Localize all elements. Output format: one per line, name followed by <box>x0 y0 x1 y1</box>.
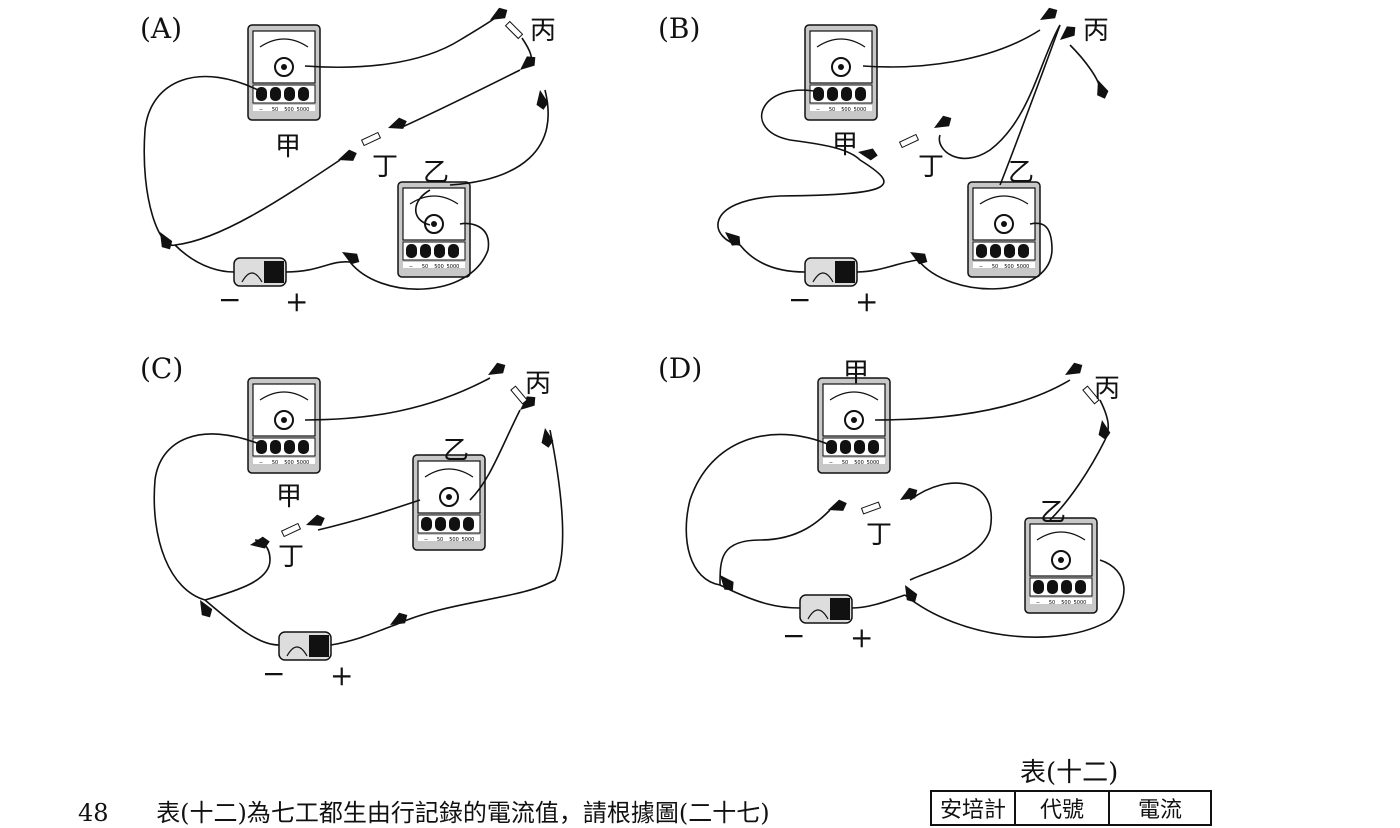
panel-d-circuit <box>685 359 1125 638</box>
label-yi: 乙 <box>1040 498 1067 528</box>
battery-plus: + <box>330 659 354 692</box>
meter-terminal-label: 50 <box>437 537 443 543</box>
meter-terminal-label: 500 <box>284 107 294 113</box>
ammeter-jia-icon <box>247 24 321 121</box>
meter-terminal-label: 5000 <box>854 107 867 113</box>
panel-label-b: (B) <box>658 12 701 45</box>
battery-minus: − <box>788 283 812 316</box>
label-bing: 丙 <box>530 16 557 46</box>
meter-terminal-label: 500 <box>434 264 444 270</box>
question-number: 48 <box>78 799 109 827</box>
meter-terminal-label: 500 <box>449 537 459 543</box>
label-yi: 乙 <box>1008 158 1035 188</box>
table-header-code: 代號 <box>1014 790 1111 826</box>
meter-terminal-label: 5000 <box>462 537 475 543</box>
label-bing: 丙 <box>1083 16 1110 46</box>
meter-terminal-label: − <box>979 264 983 270</box>
panel-a-circuit <box>143 4 550 290</box>
meter-terminal-label: − <box>1036 600 1040 606</box>
meter-terminal-label: 5000 <box>867 460 880 466</box>
meter-terminal-label: 500 <box>841 107 851 113</box>
meter-terminal-label: 5000 <box>1074 600 1087 606</box>
label-jia: 甲 <box>276 482 303 512</box>
table-header-current: 電流 <box>1108 790 1213 826</box>
ammeter-jia-icon <box>804 24 878 121</box>
label-bing: 丙 <box>1094 374 1121 404</box>
panel-label-c: (C) <box>140 352 184 385</box>
meter-terminal-label: 500 <box>1004 264 1014 270</box>
ammeter-yi-icon <box>967 181 1041 278</box>
table-caption: 表(十二) <box>1020 758 1119 788</box>
question-48: 48 表(十二)為七工都生由行記錄的電流值，請根據圖(二十七) <box>78 793 770 828</box>
meter-terminal-label: 50 <box>422 264 428 270</box>
meter-terminal-label: 50 <box>272 460 278 466</box>
label-ding: 丁 <box>372 152 399 182</box>
table-header-ammeter: 安培計 <box>929 790 1017 826</box>
meter-terminal-label: 500 <box>284 460 294 466</box>
meter-terminal-label: 5000 <box>297 460 310 466</box>
meter-terminal-label: 500 <box>1061 600 1071 606</box>
battery-plus: + <box>855 285 879 318</box>
meter-terminal-label: 5000 <box>1017 264 1030 270</box>
meter-terminal-label: − <box>259 460 263 466</box>
circuit-figure: −505005000−505005000−505005000−505005000… <box>143 4 1125 661</box>
panel-b-circuit <box>717 4 1111 290</box>
label-jia: 甲 <box>832 130 859 160</box>
ammeter-yi-icon <box>412 454 486 551</box>
label-yi: 乙 <box>423 158 450 188</box>
ammeter-jia-icon <box>817 377 891 474</box>
battery-minus: − <box>782 619 806 652</box>
label-ding: 丁 <box>866 520 893 550</box>
label-ding: 丁 <box>918 152 945 182</box>
meter-terminal-label: − <box>829 460 833 466</box>
panel-label-d: (D) <box>658 352 703 385</box>
current-table: 安培計 代號 電流 <box>929 790 1213 826</box>
battery-icon <box>278 631 332 661</box>
meter-terminal-label: 500 <box>854 460 864 466</box>
ammeter-jia-icon <box>247 377 321 474</box>
battery-plus: + <box>850 621 874 654</box>
panel-c-circuit <box>153 359 564 661</box>
label-jia: 甲 <box>275 132 302 162</box>
meter-terminal-label: 50 <box>842 460 848 466</box>
meter-terminal-label: 50 <box>272 107 278 113</box>
table-header-row: 安培計 代號 電流 <box>929 790 1213 826</box>
meter-terminal-label: − <box>816 107 820 113</box>
ammeter-yi-icon <box>1024 517 1098 614</box>
meter-terminal-label: 5000 <box>447 264 460 270</box>
meter-terminal-label: 50 <box>1049 600 1055 606</box>
meter-terminal-label: − <box>424 537 428 543</box>
label-bing: 丙 <box>525 369 552 399</box>
battery-icon <box>799 594 853 624</box>
battery-minus: − <box>262 657 286 690</box>
panel-label-a: (A) <box>140 12 183 45</box>
meter-terminal-label: 5000 <box>297 107 310 113</box>
label-ding: 丁 <box>278 542 305 572</box>
meter-terminal-label: − <box>259 107 263 113</box>
ammeter-yi-icon <box>397 181 471 278</box>
battery-icon <box>233 257 287 287</box>
meter-terminal-label: 50 <box>992 264 998 270</box>
label-yi: 乙 <box>443 436 470 466</box>
battery-minus: − <box>218 283 242 316</box>
battery-plus: + <box>285 285 309 318</box>
question-text: 表(十二)為七工都生由行記錄的電流值，請根據圖(二十七) <box>156 799 770 827</box>
meter-terminal-label: − <box>409 264 413 270</box>
meter-terminal-label: 50 <box>829 107 835 113</box>
battery-icon <box>804 257 858 287</box>
label-jia: 甲 <box>843 358 870 388</box>
